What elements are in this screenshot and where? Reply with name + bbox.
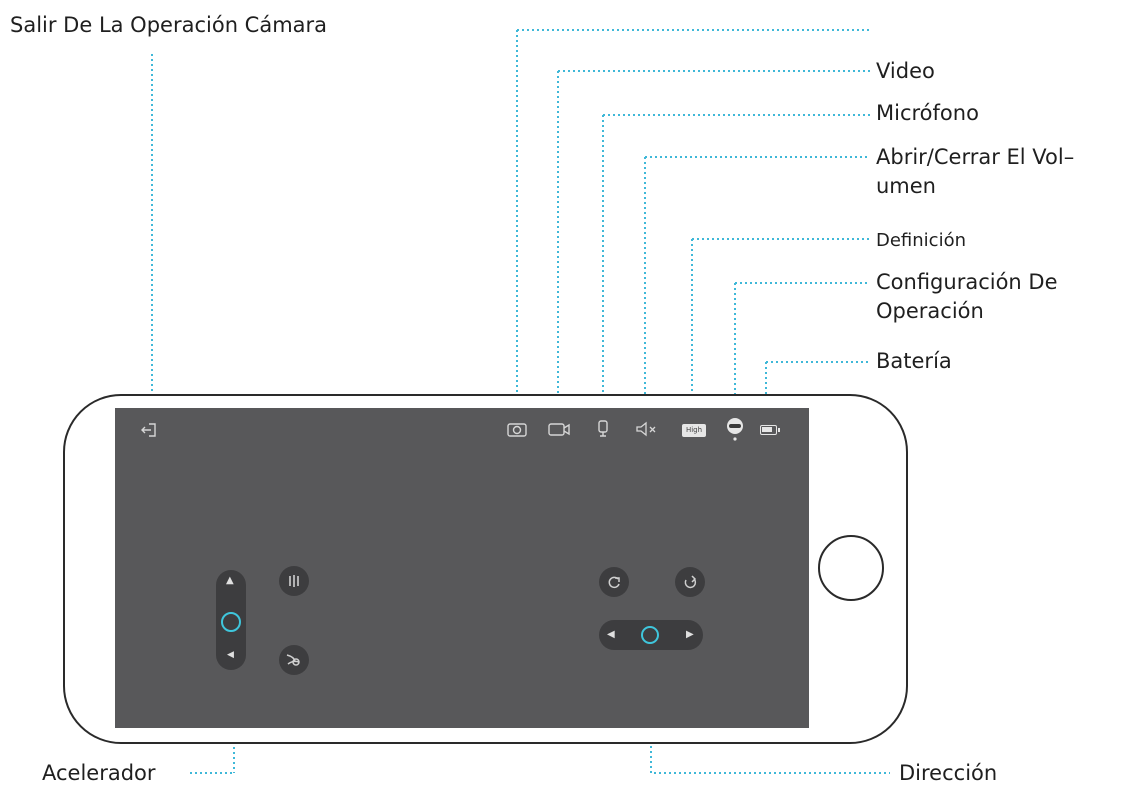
exit-icon[interactable] [140, 421, 160, 439]
speaker-mute-icon[interactable] [635, 421, 659, 437]
rotate-left-icon[interactable] [599, 567, 629, 597]
throttle-up-icon: ▲ [226, 575, 234, 586]
leader-photo [516, 29, 870, 420]
leader-video [557, 70, 870, 420]
throttle-slider[interactable]: ▲ ◀ [216, 570, 246, 670]
app-screen [115, 408, 809, 728]
video-camera-icon[interactable] [547, 421, 571, 437]
label-direction: Dirección [899, 761, 998, 785]
label-video: Video [876, 59, 935, 83]
camera-icon[interactable] [506, 421, 528, 437]
hd-badge-icon[interactable]: High [682, 424, 706, 437]
horn-icon[interactable] [279, 645, 309, 675]
label-definition: Definición [876, 230, 966, 251]
throttle-knob[interactable] [221, 612, 241, 632]
steering-slider[interactable]: ◀ ▶ [599, 620, 703, 650]
steering-knob[interactable] [641, 626, 659, 644]
rotate-right-icon[interactable] [675, 567, 705, 597]
label-microphone: Micrófono [876, 101, 979, 125]
label-settings: Configuración De Operación [876, 270, 1058, 323]
microphone-icon[interactable] [596, 419, 610, 439]
label-battery: Batería [876, 349, 952, 373]
robot-icon[interactable] [724, 416, 746, 442]
label-throttle: Acelerador [42, 761, 156, 785]
label-volume: Abrir/Cerrar El Vol–umen [876, 145, 1075, 198]
throttle-down-icon: ◀ [227, 650, 234, 660]
battery-icon [760, 425, 780, 435]
steer-right-icon: ▶ [686, 629, 694, 640]
leader-volume [644, 156, 870, 420]
leader-microphone [602, 114, 870, 420]
steer-left-icon: ◀ [607, 629, 615, 640]
home-button[interactable] [818, 535, 884, 601]
label-exit-camera: Salir De La Operación Cámara [10, 13, 328, 37]
light-icon[interactable] [279, 566, 309, 596]
leader-definition [691, 238, 870, 420]
